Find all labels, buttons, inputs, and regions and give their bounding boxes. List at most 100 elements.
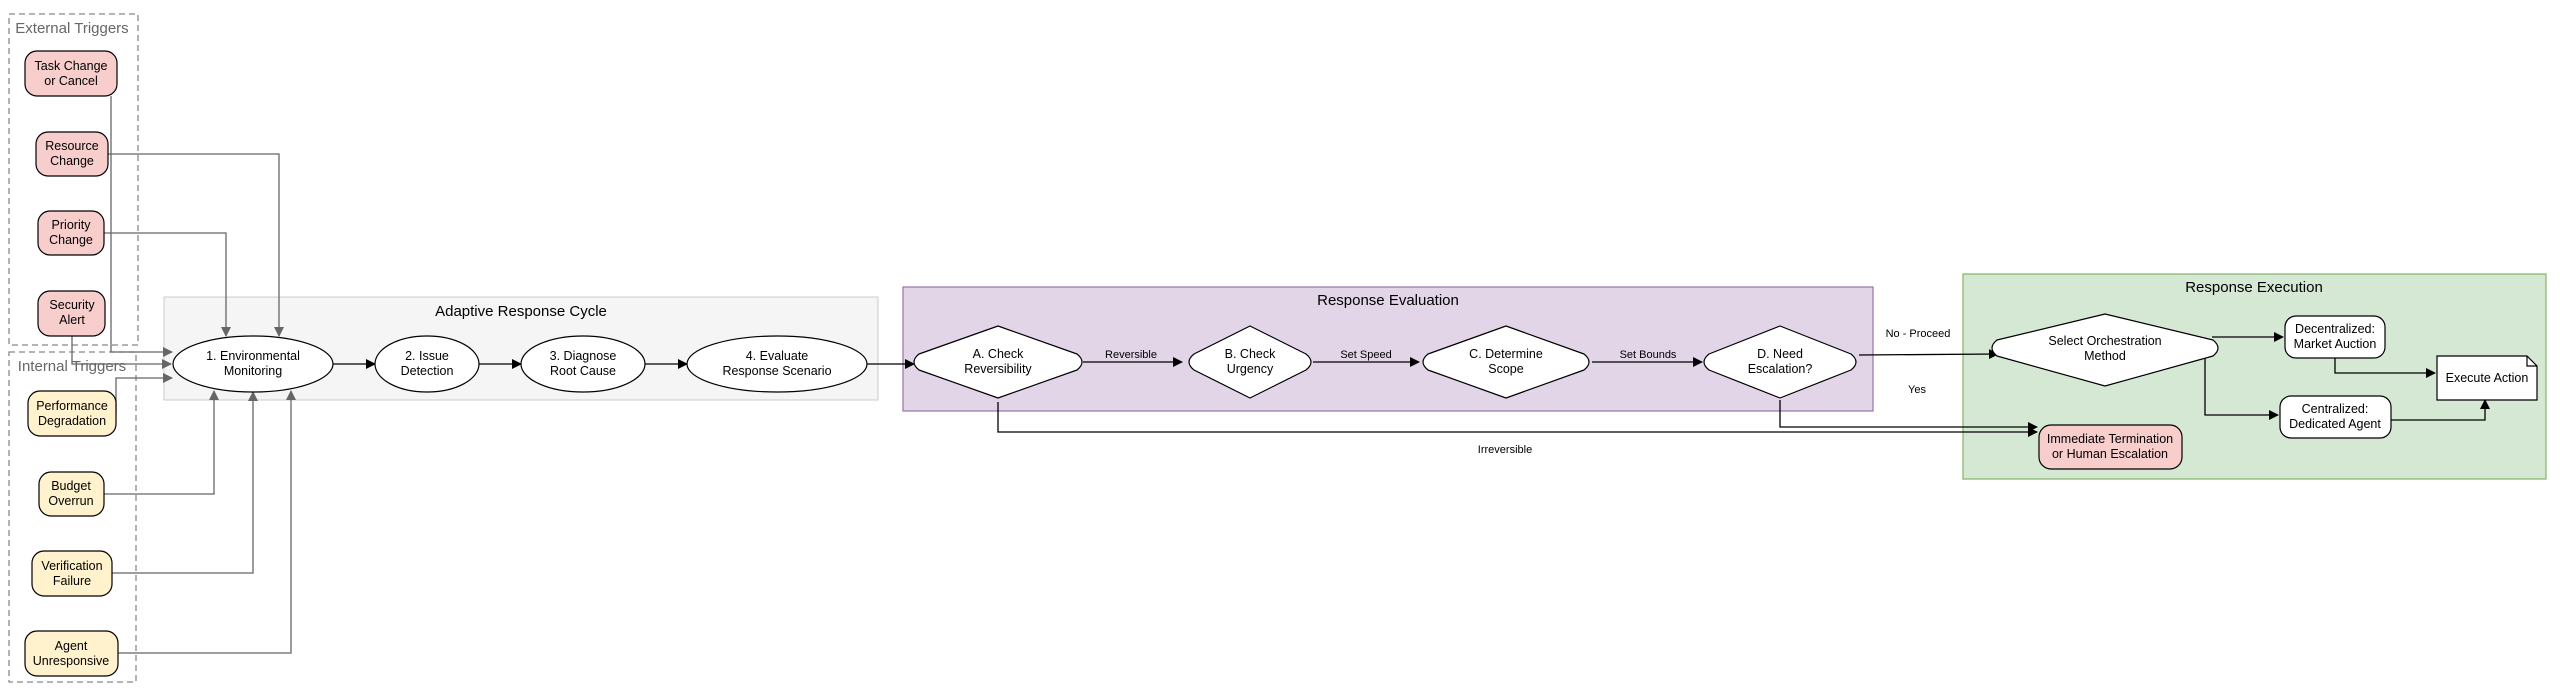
node-budget-overrun-line-1: Budget: [51, 479, 91, 493]
node-agent-unresponsive-line-2: Unresponsive: [33, 654, 109, 668]
svg-text:Decentralized:Market Auction: Decentralized:Market Auction: [2294, 322, 2377, 351]
edge-escalation-to-termination: [1779, 400, 2038, 432]
node-resource-change-line-2: Change: [50, 154, 94, 168]
edge-label-set-bounds: Set Bounds: [1620, 349, 1677, 361]
node-env-monitoring-line-2: Monitoring: [224, 364, 282, 378]
node-check-urgency-line-2: Urgency: [1227, 362, 1274, 376]
cluster-label-evaluation: Response Evaluation: [1317, 292, 1459, 309]
node-evaluate-line-2: Response Scenario: [722, 364, 831, 378]
node-env-monitoring-line-1: 1. Environmental: [206, 349, 300, 363]
edge-label-reversible: Reversible: [1105, 349, 1157, 361]
node-decentralized-line-2: Market Auction: [2294, 337, 2377, 351]
edge-priority-change-to-monitoring: [104, 232, 231, 337]
edge-task-change-to-monitoring: [110, 96, 173, 357]
node-task-change-line-2: or Cancel: [44, 74, 98, 88]
node-issue-detection-line-2: Detection: [401, 364, 454, 378]
node-execute-action-label: Execute Action: [2446, 371, 2529, 385]
edge-budget-overrun-to-monitoring: [104, 390, 219, 495]
edge-decentralized-to-execute: [2334, 358, 2436, 378]
edge-label-set-speed: Set Speed: [1340, 349, 1391, 361]
node-verification-failure-line-1: Verification: [41, 559, 102, 573]
edge-label-no-proceed: No - Proceed: [1886, 328, 1951, 340]
node-termination-line-1: Immediate Termination: [2047, 432, 2173, 446]
node-determine-scope-line-1: C. Determine: [1469, 347, 1543, 361]
node-check-reversibility-line-1: A. Check: [973, 347, 1024, 361]
edge-label-irreversible: Irreversible: [1478, 444, 1532, 456]
node-diagnose-line-1: 3. Diagnose: [550, 349, 617, 363]
node-priority-change-line-1: Priority: [52, 218, 92, 232]
node-evaluate-line-1: 4. Evaluate: [746, 349, 809, 363]
edge-label-yes: Yes: [1908, 384, 1926, 396]
node-centralized-line-1: Centralized:: [2302, 402, 2369, 416]
node-decentralized-line-1: Decentralized:: [2295, 322, 2375, 336]
edge-centralized-to-execute: [2391, 399, 2490, 421]
node-verification-failure-line-2: Failure: [53, 574, 91, 588]
node-priority-change-line-2: Change: [49, 233, 93, 247]
edge-resource-change-to-monitoring: [108, 153, 284, 337]
cluster-label-cycle: Adaptive Response Cycle: [435, 303, 607, 320]
node-select-method-line-1: Select Orchestration: [2048, 334, 2161, 348]
node-agent-unresponsive-line-1: Agent: [55, 639, 88, 653]
edge-reversibility-to-termination: [997, 402, 2038, 437]
node-centralized-line-2: Dedicated Agent: [2289, 417, 2381, 431]
cluster-label-execution: Response Execution: [2185, 279, 2323, 296]
node-need-escalation-line-1: D. Need: [1757, 347, 1803, 361]
cluster-external-triggers: [8, 13, 139, 346]
node-decentralized: Decentralized:Market Auction: [2284, 315, 2386, 359]
node-resource-change-line-1: Resource: [45, 139, 99, 153]
edge-escalation-to-select: [1858, 349, 1999, 360]
node-centralized: Centralized:Dedicated Agent: [2279, 395, 2392, 439]
edge-security-alert-to-monitoring: [71, 336, 172, 369]
node-check-reversibility-line-2: Reversibility: [964, 362, 1032, 376]
node-task-change-line-1: Task Change: [35, 59, 108, 73]
node-execute-action: Execute Action: [2436, 355, 2538, 401]
edge-agent-unresponsive-to-monitoring: [118, 390, 296, 654]
cluster-label-internal: Internal Triggers: [18, 358, 126, 375]
node-termination-line-2: or Human Escalation: [2052, 447, 2168, 461]
node-check-urgency-line-1: B. Check: [1225, 347, 1276, 361]
trigger-edges: [71, 96, 296, 654]
node-diagnose-line-2: Root Cause: [550, 364, 616, 378]
node-determine-scope-line-2: Scope: [1488, 362, 1523, 376]
node-perf-degradation-line-1: Performance: [36, 399, 108, 413]
node-security-alert-line-1: Security: [49, 298, 95, 312]
svg-text:Centralized:Dedicated Agent: Centralized:Dedicated Agent: [2289, 402, 2381, 431]
node-budget-overrun-line-2: Overrun: [48, 494, 93, 508]
node-select-method-line-2: Method: [2084, 349, 2126, 363]
